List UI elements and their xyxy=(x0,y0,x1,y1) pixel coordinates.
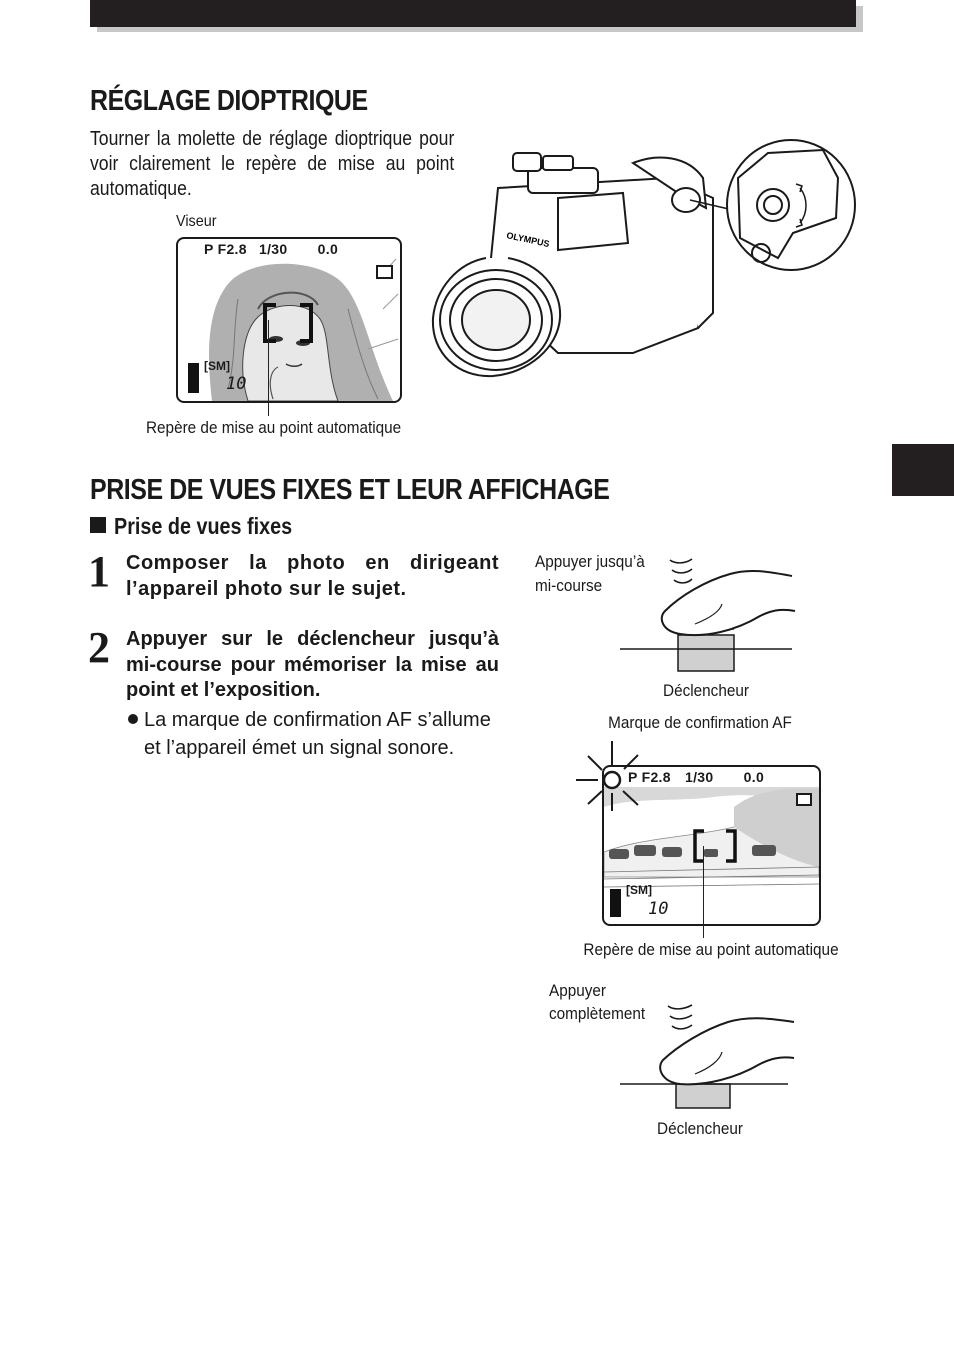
vf1-exposure: 0.0 xyxy=(317,241,339,257)
af-target-label-2: Repère de mise au point automatique xyxy=(583,940,839,959)
bullet-dot-icon xyxy=(128,714,138,724)
half-press-label-1: Appuyer jusqu’à xyxy=(535,552,645,571)
viewfinder-display-portrait: P F2.8 1/30 0.0 [SM] 10 xyxy=(176,237,402,403)
vf2-shutter: 1/30 xyxy=(685,769,714,785)
section-title-still: PRISE DE VUES FIXES ET LEUR AFFICHAGE xyxy=(90,474,610,506)
shutter-label-2: Déclencheur xyxy=(657,1119,743,1138)
step-2-text: Appuyer sur le déclencheur jusqu’à mi-co… xyxy=(126,628,499,701)
vf1-status-line: P F2.8 1/30 0.0 xyxy=(204,241,338,257)
step-1-number: 1 xyxy=(88,547,110,596)
vf1-shutter: 1/30 xyxy=(259,241,288,257)
vf1-frames: 10 xyxy=(226,374,247,394)
vf1-card-icon xyxy=(376,265,393,279)
full-press-label-2: complètement xyxy=(549,1004,646,1023)
af-confirm-label: Marque de confirmation AF xyxy=(608,713,792,732)
subheading-still: Prise de vues fixes xyxy=(114,513,293,539)
vf2-aperture: F2.8 xyxy=(641,769,671,785)
camera-illustration: OLYMPUS xyxy=(431,139,856,378)
chapter-tab xyxy=(892,444,954,496)
vf1-aperture: F2.8 xyxy=(217,241,247,257)
subheading-square-icon xyxy=(90,517,106,533)
vf2-mode: P xyxy=(628,769,638,785)
af-confirm-mark-icon xyxy=(576,741,639,811)
vf2-exposure: 0.0 xyxy=(743,769,765,785)
vf1-quality: [SM] xyxy=(204,359,230,373)
header-bar xyxy=(90,0,856,27)
viewfinder-display-landscape: P F2.8 1/30 0.0 [SM] 10 xyxy=(602,765,821,926)
af-target-leader-line xyxy=(268,320,269,416)
vf1-mode: P xyxy=(204,241,214,257)
step-2-number: 2 xyxy=(88,623,110,672)
vf2-battery-bar xyxy=(610,889,621,917)
section-title-dioptric: RÉGLAGE DIOPTRIQUE xyxy=(90,85,368,117)
vf1-af-target-icon xyxy=(263,303,313,343)
vf2-status-line: P F2.8 1/30 0.0 xyxy=(628,769,764,785)
shutter-label-1: Déclencheur xyxy=(663,681,749,700)
landscape-illustration xyxy=(604,787,819,888)
half-press-label-2: mi-course xyxy=(535,576,603,595)
af-target-leader-line-2 xyxy=(703,846,704,938)
af-target-label: Repère de mise au point automatique xyxy=(146,418,402,437)
full-press-label-1: Appuyer xyxy=(549,981,606,1000)
vf2-af-target-icon xyxy=(693,829,737,863)
dioptric-paragraph: Tourner la molette de réglage dioptrique… xyxy=(90,128,455,200)
step-1-text: Composer la photo en dirigeant l’apparei… xyxy=(126,552,499,600)
half-press-illustration xyxy=(620,558,796,672)
vf2-quality: [SM] xyxy=(626,883,652,897)
full-press-illustration xyxy=(620,1004,795,1109)
viewfinder-label: Viseur xyxy=(176,213,217,230)
vf2-card-icon xyxy=(796,793,812,806)
vf1-battery-bar xyxy=(188,363,199,393)
step-2-bullet: La marque de confirmation AF s’allume et… xyxy=(144,709,491,759)
vf2-frames: 10 xyxy=(648,899,669,919)
